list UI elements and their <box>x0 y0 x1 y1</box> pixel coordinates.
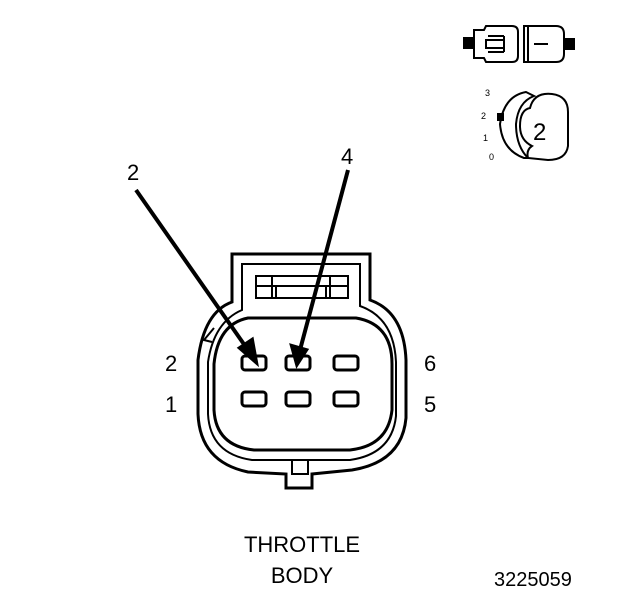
pin-cavity-1 <box>240 390 268 408</box>
index-scale-1: 1 <box>483 133 488 143</box>
index-scale-0: 0 <box>489 152 494 162</box>
callout-arrow-right <box>298 169 350 351</box>
connector-body <box>196 252 408 490</box>
title-line-2: BODY <box>271 563 334 588</box>
index-scale-2: 2 <box>481 111 486 121</box>
pin-label-1: 1 <box>165 392 177 417</box>
index-scale-3: 3 <box>485 88 490 98</box>
title-line-1: THROTTLE <box>244 532 360 557</box>
callout-arrows <box>134 169 350 369</box>
pin-cavity-3 <box>284 390 312 408</box>
pin-label-2: 2 <box>165 351 177 376</box>
callout-arrow-left <box>134 188 250 352</box>
callout-label-left: 2 <box>127 160 139 185</box>
position-index-icon: 3 2 1 0 2 <box>481 88 569 162</box>
inline-connector-icon <box>463 25 575 63</box>
figure-number: 3225059 <box>494 569 572 591</box>
pin-cavities <box>240 354 360 408</box>
pin-cavity-6 <box>332 354 360 372</box>
index-marker <box>497 113 504 121</box>
index-value: 2 <box>533 119 546 146</box>
callout-label-right: 4 <box>341 144 353 169</box>
pin-cavity-5 <box>332 390 360 408</box>
pin-label-6: 6 <box>424 351 436 376</box>
pin-label-5: 5 <box>424 392 436 417</box>
